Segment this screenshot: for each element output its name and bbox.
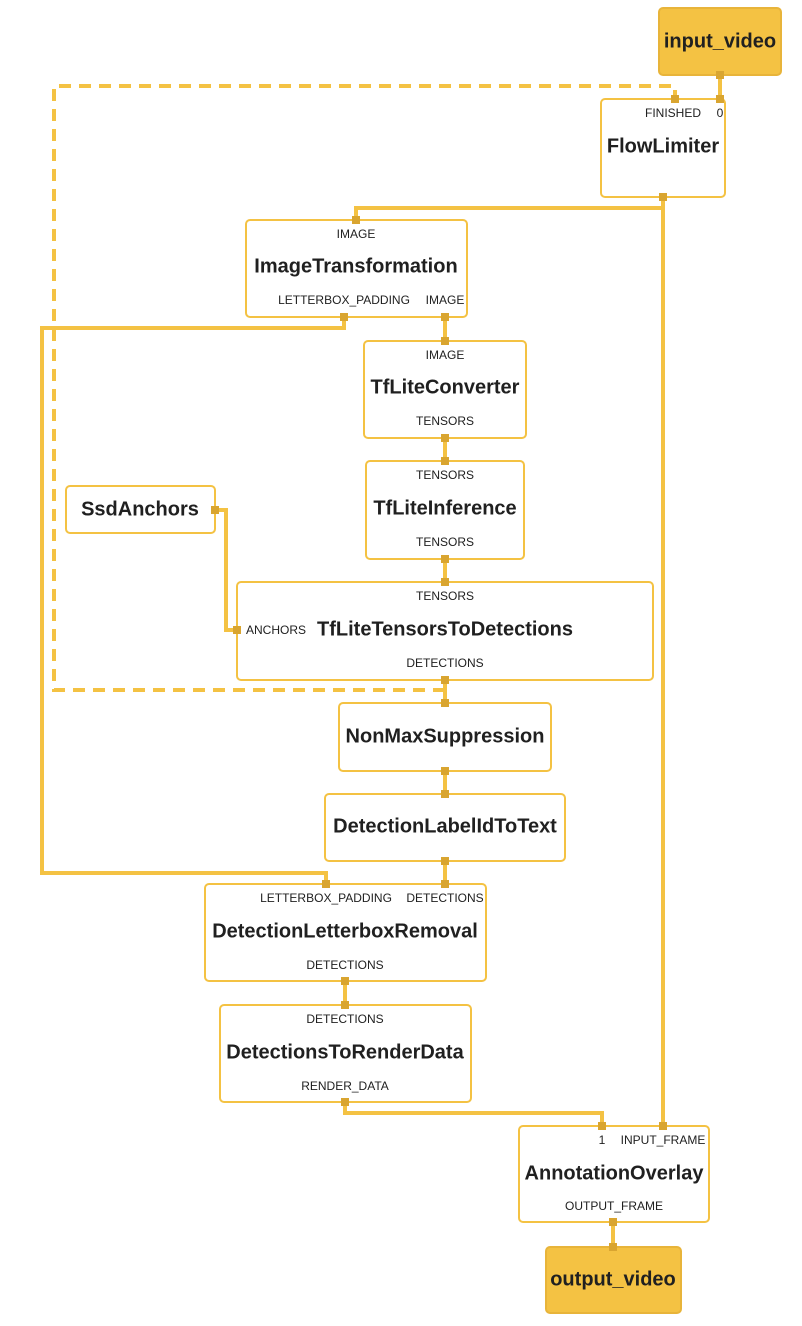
port bbox=[609, 1218, 617, 1226]
port bbox=[671, 95, 679, 103]
port bbox=[441, 790, 449, 798]
node-title: FlowLimiter bbox=[607, 135, 719, 157]
port bbox=[441, 880, 449, 888]
node-title: TfLiteInference bbox=[373, 497, 516, 519]
node-tfliteconverter[interactable]: IMAGE TfLiteConverter TENSORS bbox=[363, 340, 527, 439]
node-input-video[interactable]: input_video bbox=[658, 7, 782, 76]
node-title: NonMaxSuppression bbox=[346, 725, 545, 747]
port-label-1: 1 bbox=[599, 1133, 606, 1147]
node-title: input_video bbox=[664, 30, 776, 52]
port bbox=[233, 626, 241, 634]
edge-letterbox-padding bbox=[40, 317, 346, 884]
port bbox=[598, 1122, 606, 1130]
port bbox=[441, 457, 449, 465]
port bbox=[441, 857, 449, 865]
port bbox=[441, 699, 449, 707]
port-label-detections-in: DETECTIONS bbox=[406, 891, 483, 905]
port bbox=[341, 1098, 349, 1106]
port bbox=[341, 1001, 349, 1009]
port bbox=[441, 555, 449, 563]
port bbox=[441, 313, 449, 321]
port-label-anchors-in: ANCHORS bbox=[246, 623, 306, 637]
port bbox=[352, 216, 360, 224]
node-title: TfLiteConverter bbox=[371, 376, 520, 398]
port-label-detections-in: DETECTIONS bbox=[306, 1012, 383, 1026]
port bbox=[441, 578, 449, 586]
node-tensorstodetections[interactable]: TENSORS ANCHORS TfLiteTensorsToDetection… bbox=[236, 581, 654, 681]
node-title: DetectionLetterboxRemoval bbox=[212, 920, 478, 942]
node-nonmaxsuppression[interactable]: NonMaxSuppression bbox=[338, 702, 552, 772]
port-label-detections-out: DETECTIONS bbox=[406, 656, 483, 670]
node-detectionletterboxremoval[interactable]: LETTERBOX_PADDING DETECTIONS DetectionLe… bbox=[204, 883, 487, 982]
node-imagetransformation[interactable]: IMAGE ImageTransformation LETTERBOX_PADD… bbox=[245, 219, 468, 318]
node-title: ImageTransformation bbox=[254, 255, 457, 277]
node-tfliteinference[interactable]: TENSORS TfLiteInference TENSORS bbox=[365, 460, 525, 560]
port-label-tensors-out: TENSORS bbox=[416, 414, 474, 428]
port bbox=[716, 95, 724, 103]
port-label-render-data-out: RENDER_DATA bbox=[301, 1079, 389, 1093]
node-title: DetectionLabelIdToText bbox=[333, 815, 557, 837]
node-title: output_video bbox=[550, 1268, 676, 1290]
edge-flowlimiter-to-imagetransformation bbox=[354, 197, 665, 220]
port bbox=[441, 767, 449, 775]
node-detectionstorenderdata[interactable]: DETECTIONS DetectionsToRenderData RENDER… bbox=[219, 1004, 472, 1103]
port bbox=[659, 193, 667, 201]
port bbox=[609, 1243, 617, 1251]
node-annotationoverlay[interactable]: 1 INPUT_FRAME AnnotationOverlay OUTPUT_F… bbox=[518, 1125, 710, 1223]
node-output-video[interactable]: output_video bbox=[545, 1246, 682, 1314]
node-title: TfLiteTensorsToDetections bbox=[317, 618, 573, 640]
port-label-image-in: IMAGE bbox=[426, 348, 465, 362]
port bbox=[716, 71, 724, 79]
port-label-image-in: IMAGE bbox=[337, 227, 376, 241]
node-flowlimiter[interactable]: FINISHED 0 FlowLimiter bbox=[600, 98, 726, 198]
port-label-tensors-in: TENSORS bbox=[416, 468, 474, 482]
port bbox=[441, 676, 449, 684]
edge-renderdata-to-annotationoverlay bbox=[343, 1102, 604, 1126]
port bbox=[441, 434, 449, 442]
port-label-tensors-in: TENSORS bbox=[416, 589, 474, 603]
port-label-output-frame: OUTPUT_FRAME bbox=[565, 1199, 663, 1213]
port bbox=[211, 506, 219, 514]
node-title: SsdAnchors bbox=[81, 498, 199, 520]
port-label-image-out: IMAGE bbox=[426, 293, 465, 307]
port-label-letterbox-out: LETTERBOX_PADDING bbox=[278, 293, 410, 307]
port-label-input-frame: INPUT_FRAME bbox=[621, 1133, 706, 1147]
node-ssdanchors[interactable]: SsdAnchors bbox=[65, 485, 216, 534]
port bbox=[340, 313, 348, 321]
port-label-detections-out: DETECTIONS bbox=[306, 958, 383, 972]
port-label-tensors-out: TENSORS bbox=[416, 535, 474, 549]
port-label-letterbox-in: LETTERBOX_PADDING bbox=[260, 891, 392, 905]
port bbox=[659, 1122, 667, 1130]
port bbox=[441, 337, 449, 345]
edge-ssdanchors-to-tensorstodetections bbox=[215, 508, 237, 632]
port bbox=[341, 977, 349, 985]
port-label-0: 0 bbox=[717, 106, 724, 120]
edge-finished-loopback bbox=[52, 84, 677, 692]
ports bbox=[211, 71, 724, 1251]
node-detectionlabelidtotext[interactable]: DetectionLabelIdToText bbox=[324, 793, 566, 862]
port bbox=[322, 880, 330, 888]
node-title: DetectionsToRenderData bbox=[226, 1041, 464, 1063]
port-label-finished: FINISHED bbox=[645, 106, 701, 120]
node-title: AnnotationOverlay bbox=[525, 1162, 705, 1184]
